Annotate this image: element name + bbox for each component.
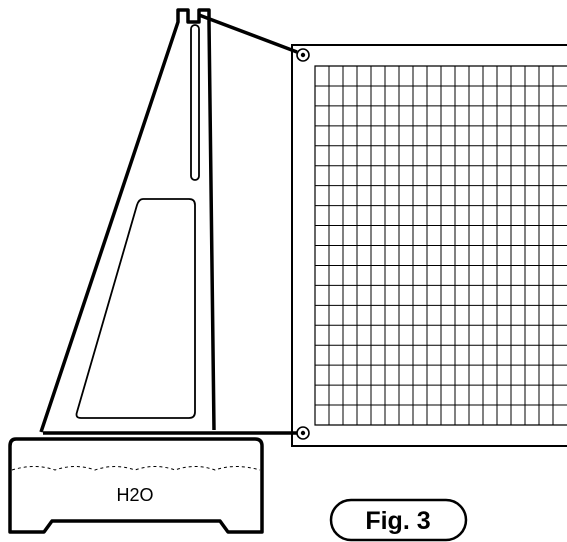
net-frame: [291, 44, 567, 447]
post-window: [75, 198, 196, 419]
tension-cords: [43, 13, 298, 435]
grommets: [296, 48, 310, 440]
net-grid: [315, 66, 567, 425]
top-grommet: [296, 48, 310, 62]
post-slot: [190, 24, 200, 181]
caption-frame: [329, 498, 468, 542]
top-cord: [198, 13, 298, 54]
water-level-line: [11, 466, 261, 471]
bottom-grommet: [296, 426, 310, 440]
post-outline: [39, 8, 216, 433]
net-post: [39, 8, 216, 433]
net: [291, 44, 567, 447]
caption-text: Fig. 3: [365, 507, 430, 535]
base-outline: [8, 437, 264, 534]
water-base: [8, 437, 264, 534]
figure-caption: Fig. 3: [329, 498, 468, 542]
base-label: H2O: [116, 485, 153, 505]
